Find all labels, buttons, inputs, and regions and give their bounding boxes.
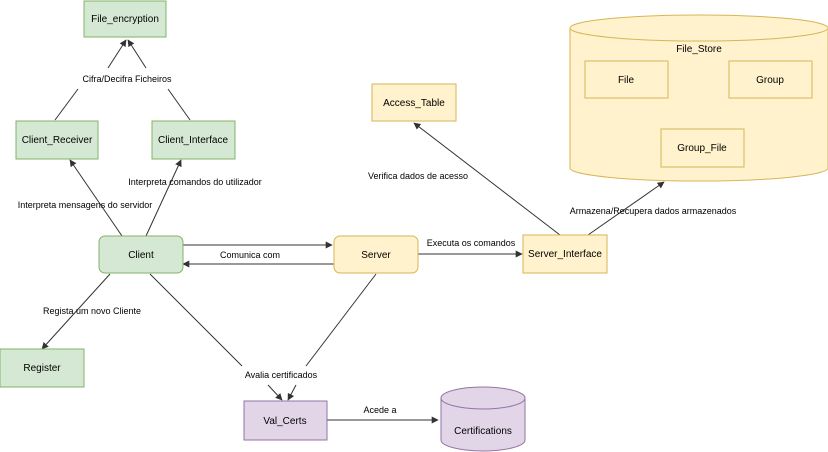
node-access-table[interactable]: Access_Table bbox=[371, 83, 457, 122]
edge-cifra-right bbox=[127, 39, 147, 69]
node-client[interactable]: Client bbox=[98, 235, 184, 274]
edge-label-interpreta-comandos: Interpreta comandos do utilizador bbox=[128, 177, 262, 187]
edge-serverinterface-to-accesstable bbox=[413, 122, 561, 236]
node-register[interactable]: Register bbox=[0, 348, 85, 388]
edge-cifra-left bbox=[107, 39, 127, 69]
client-label: Client bbox=[128, 250, 154, 261]
node-val-certs[interactable]: Val_Certs bbox=[243, 400, 328, 441]
edge-server-to-avalia bbox=[305, 273, 377, 367]
edge-client-to-avalia bbox=[149, 273, 243, 367]
edge-label-regista-cliente: Regista um novo Cliente bbox=[43, 306, 141, 316]
access-table-label: Access_Table bbox=[383, 98, 445, 109]
group-label: Group bbox=[756, 75, 784, 86]
register-label: Register bbox=[23, 363, 61, 374]
file-store-label: File_Store bbox=[676, 44, 722, 55]
edge-avalia-to-valcerts-left bbox=[267, 384, 283, 401]
edge-label-verifica-dados: Verifica dados de acesso bbox=[368, 171, 468, 181]
edge-client-to-interface bbox=[145, 159, 182, 237]
server-label: Server bbox=[361, 250, 391, 261]
edge-avalia-to-valcerts-right bbox=[287, 384, 297, 401]
node-group[interactable]: Group bbox=[728, 60, 813, 99]
node-file-encryption[interactable]: File_encryption bbox=[83, 0, 167, 38]
edge-serverinterface-to-filestore bbox=[587, 181, 665, 236]
node-certifications[interactable]: Certifications bbox=[440, 386, 526, 452]
node-file[interactable]: File bbox=[584, 60, 669, 99]
edge-label-avalia-certificados: Avalia certificados bbox=[245, 370, 318, 380]
node-server[interactable]: Server bbox=[333, 235, 419, 274]
edge-client-to-register bbox=[41, 273, 111, 350]
group-file-label: Group_File bbox=[677, 143, 727, 154]
node-group-file[interactable]: Group_File bbox=[660, 128, 745, 168]
edge-label-cifra-decifra: Cifra/Decifra Ficheiros bbox=[82, 74, 172, 84]
node-server-interface[interactable]: Server_Interface bbox=[522, 234, 608, 274]
edge-receiver-to-cifra bbox=[54, 88, 79, 121]
edge-label-executa-comandos: Executa os comandos bbox=[427, 238, 516, 248]
client-receiver-label: Client_Receiver bbox=[22, 135, 93, 146]
edge-client-to-receiver bbox=[69, 159, 123, 237]
client-interface-label: Client_Interface bbox=[158, 135, 228, 146]
server-interface-label: Server_Interface bbox=[528, 249, 602, 260]
edge-label-interpreta-mensagens: Interpreta mensagens do servidor bbox=[18, 200, 153, 210]
node-client-interface[interactable]: Client_Interface bbox=[151, 120, 236, 160]
certifications-label: Certifications bbox=[454, 426, 512, 437]
file-label: File bbox=[618, 75, 635, 86]
val-certs-label: Val_Certs bbox=[263, 416, 306, 427]
edge-label-acede-a: Acede a bbox=[363, 405, 396, 415]
edge-interface-to-cifra bbox=[167, 88, 191, 121]
node-client-receiver[interactable]: Client_Receiver bbox=[15, 120, 99, 160]
file-encryption-label: File_encryption bbox=[91, 14, 159, 25]
edge-label-comunica-com: Comunica com bbox=[220, 250, 280, 260]
edge-label-armazena-recupera: Armazena/Recupera dados armazenados bbox=[570, 206, 737, 216]
